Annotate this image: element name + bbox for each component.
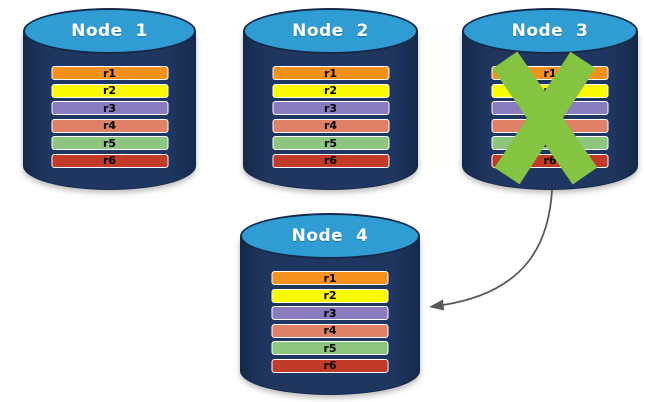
replica-label: r4	[102, 119, 117, 132]
replica-label: r3	[102, 101, 117, 115]
node-1-replica-stack: r1 r2 r3 r4 r5 r6	[51, 66, 168, 171]
replica-label: r1	[102, 66, 117, 80]
node-2-replica-r4: r4	[272, 118, 389, 133]
replica-label: r3	[323, 101, 338, 115]
replica-label: r6	[102, 154, 117, 167]
node-3-replica-r1: r1	[491, 66, 609, 80]
node-4-cylinder-top: Node 4	[240, 213, 420, 259]
node-2-replica-r6: r6	[272, 153, 389, 168]
replica-label: r1	[323, 66, 338, 80]
node-3-replica-r6: r6	[491, 153, 609, 168]
replica-label: r2	[323, 84, 338, 97]
node-2-cylinder-top: Node 2	[243, 8, 418, 54]
node-3-cylinder-top: Node 3	[462, 8, 638, 54]
node-2-replica-r2: r2	[272, 83, 389, 98]
replica-label: r4	[323, 119, 338, 132]
node-1-replica-r5: r5	[51, 136, 168, 150]
replica-label: r1	[323, 271, 337, 285]
node-4-replica-stack: r1 r2 r3 r4 r5 r6	[271, 271, 389, 376]
replica-label: r5	[323, 136, 338, 150]
node-3-label: Node 3	[511, 21, 589, 41]
node-3-replica-r3: r3	[491, 101, 609, 115]
node-2-replica-r5: r5	[272, 136, 389, 150]
node-1: Node 1 r1 r2 r3 r4 r5 r6	[23, 8, 196, 190]
node-1-replica-r6: r6	[51, 153, 168, 168]
node-4-replica-r4: r4	[271, 323, 389, 338]
node-4-replica-r6: r6	[271, 358, 389, 373]
node-4-replica-r3: r3	[271, 306, 389, 320]
replica-label: r1	[543, 66, 557, 80]
failover-arrowhead-icon	[429, 299, 444, 311]
replica-label: r5	[323, 341, 337, 355]
node-4-replica-r2: r2	[271, 288, 389, 303]
replica-label: r4	[323, 324, 337, 337]
node-3-replica-r4: r4	[491, 118, 609, 133]
node-1-replica-r2: r2	[51, 83, 168, 98]
node-4: Node 4 r1 r2 r3 r4 r5 r6	[240, 213, 420, 395]
replica-label: r3	[543, 101, 557, 115]
node-3-replica-r2: r2	[491, 83, 609, 98]
node-2-label: Node 2	[292, 21, 369, 41]
replica-label: r2	[102, 84, 117, 97]
node-4-replica-r1: r1	[271, 271, 389, 285]
node-4-label: Node 4	[291, 226, 369, 246]
replica-label: r6	[543, 154, 557, 167]
node-4-replica-r5: r5	[271, 341, 389, 355]
node-2-replica-r3: r3	[272, 101, 389, 115]
replica-label: r3	[323, 306, 337, 320]
failover-arrow-line	[442, 189, 553, 306]
replica-label: r6	[323, 359, 337, 372]
node-2-replica-r1: r1	[272, 66, 389, 80]
node-3-replica-stack: r1 r2 r3 r4 r5 r6	[491, 66, 609, 171]
node-1-replica-r1: r1	[51, 66, 168, 80]
node-3-replica-r5: r5	[491, 136, 609, 150]
replica-label: r6	[323, 154, 338, 167]
replica-label: r5	[543, 136, 557, 150]
replica-label: r2	[543, 84, 557, 97]
replica-label: r4	[543, 119, 557, 132]
node-2: Node 2 r1 r2 r3 r4 r5 r6	[243, 8, 418, 190]
failover-arrow	[429, 189, 553, 311]
replica-label: r5	[102, 136, 117, 150]
node-2-replica-stack: r1 r2 r3 r4 r5 r6	[272, 66, 389, 171]
replica-label: r2	[323, 289, 337, 302]
node-1-replica-r4: r4	[51, 118, 168, 133]
node-1-replica-r3: r3	[51, 101, 168, 115]
node-1-label: Node 1	[71, 21, 148, 41]
node-1-cylinder-top: Node 1	[23, 8, 196, 54]
node-3: Node 3 r1 r2 r3 r4 r5 r6	[462, 8, 638, 190]
